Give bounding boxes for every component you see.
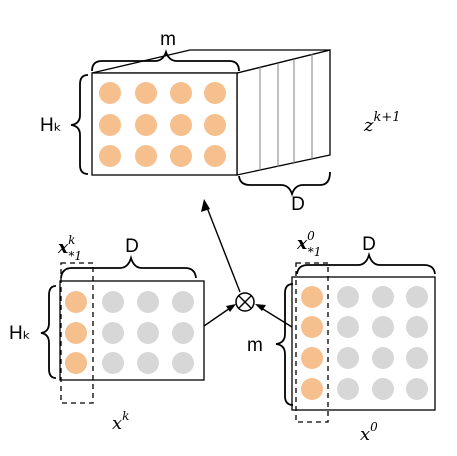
matrix-cell [337,286,359,308]
tensor-cell [135,114,157,136]
tensor-depth-brace [238,171,331,197]
arrowhead-right-in [255,304,266,311]
matrix-cell [301,316,323,338]
tensor-slice-lines [259,54,313,171]
tensor-cell [170,145,192,167]
matrix-cell [337,378,359,400]
tensor-cell [170,82,192,104]
matrix-cell [172,291,194,313]
tensor-cell [99,82,121,104]
right-column-label: x0*1 [296,229,321,259]
arrowhead-left-in [226,304,236,312]
matrix-cell [406,286,428,308]
matrix-cell [172,322,194,344]
right-cols-brace [296,251,436,275]
matrix-cell [337,316,359,338]
matrix-cell [65,352,87,374]
tensor-cell [99,114,121,136]
matrix-cell [102,322,124,344]
tensor-width-brace [91,49,240,72]
left-rows-brace [40,285,57,379]
left-cols-brace [60,254,197,279]
matrix-cell [102,352,124,374]
tensor-cell [204,82,226,104]
tensor-cell [204,145,226,167]
matrix-cell [137,352,159,374]
matrix-cell [406,347,428,369]
tensor-cell [170,114,192,136]
tensor-cell [135,145,157,167]
left-matrix-cells [65,291,194,374]
matrix-cell [301,286,323,308]
operator-group [201,199,293,328]
left-rows-label: Hₖ [9,323,31,344]
left-matrix-name: xk [112,409,129,434]
arrow-left-to-operator [203,305,234,327]
tensor-depth-label: D [291,194,305,215]
matrix-cell [337,347,359,369]
outer-product-icon-stroke [238,295,252,309]
matrix-cell [65,322,87,344]
tensor-cell [99,145,121,167]
matrix-cell [137,291,159,313]
matrix-cell [406,378,428,400]
matrix-cell [65,291,87,313]
matrix-cell [102,291,124,313]
arrowhead-up [201,199,210,212]
matrix-cell [137,322,159,344]
matrix-cell [301,378,323,400]
top-tensor: m Hₖ D zk+1 [40,29,401,215]
right-rows-label: m [247,335,263,356]
right-rows-brace [275,283,294,406]
left-cols-label: D [125,236,139,257]
left-matrix: D Hₖ xk*1 xk [9,233,205,434]
left-column-highlight [60,262,94,404]
tensor-height-brace [70,74,89,175]
right-cols-label: D [362,234,376,255]
matrix-cell [372,378,394,400]
matrix-cell [372,316,394,338]
tensor-height-label: Hₖ [40,115,62,136]
tensor-width-label: m [160,29,176,50]
tensor-cell [135,82,157,104]
left-column-label: xk*1 [57,233,82,263]
matrix-cell [372,286,394,308]
matrix-cell [406,316,428,338]
arrow-operator-to-tensor [205,204,241,293]
right-matrix-cells [301,286,428,400]
arrow-right-to-operator [257,305,293,328]
tensor-cell [204,114,226,136]
right-column-highlight [295,262,329,423]
right-matrix-name: x0 [360,420,378,445]
matrix-cell [372,347,394,369]
right-matrix: D m x0*1 x0 [247,229,436,445]
tensor-cells [99,82,226,167]
tensor-name: zk+1 [363,110,401,136]
matrix-cell [172,352,194,374]
matrix-cell [301,347,323,369]
